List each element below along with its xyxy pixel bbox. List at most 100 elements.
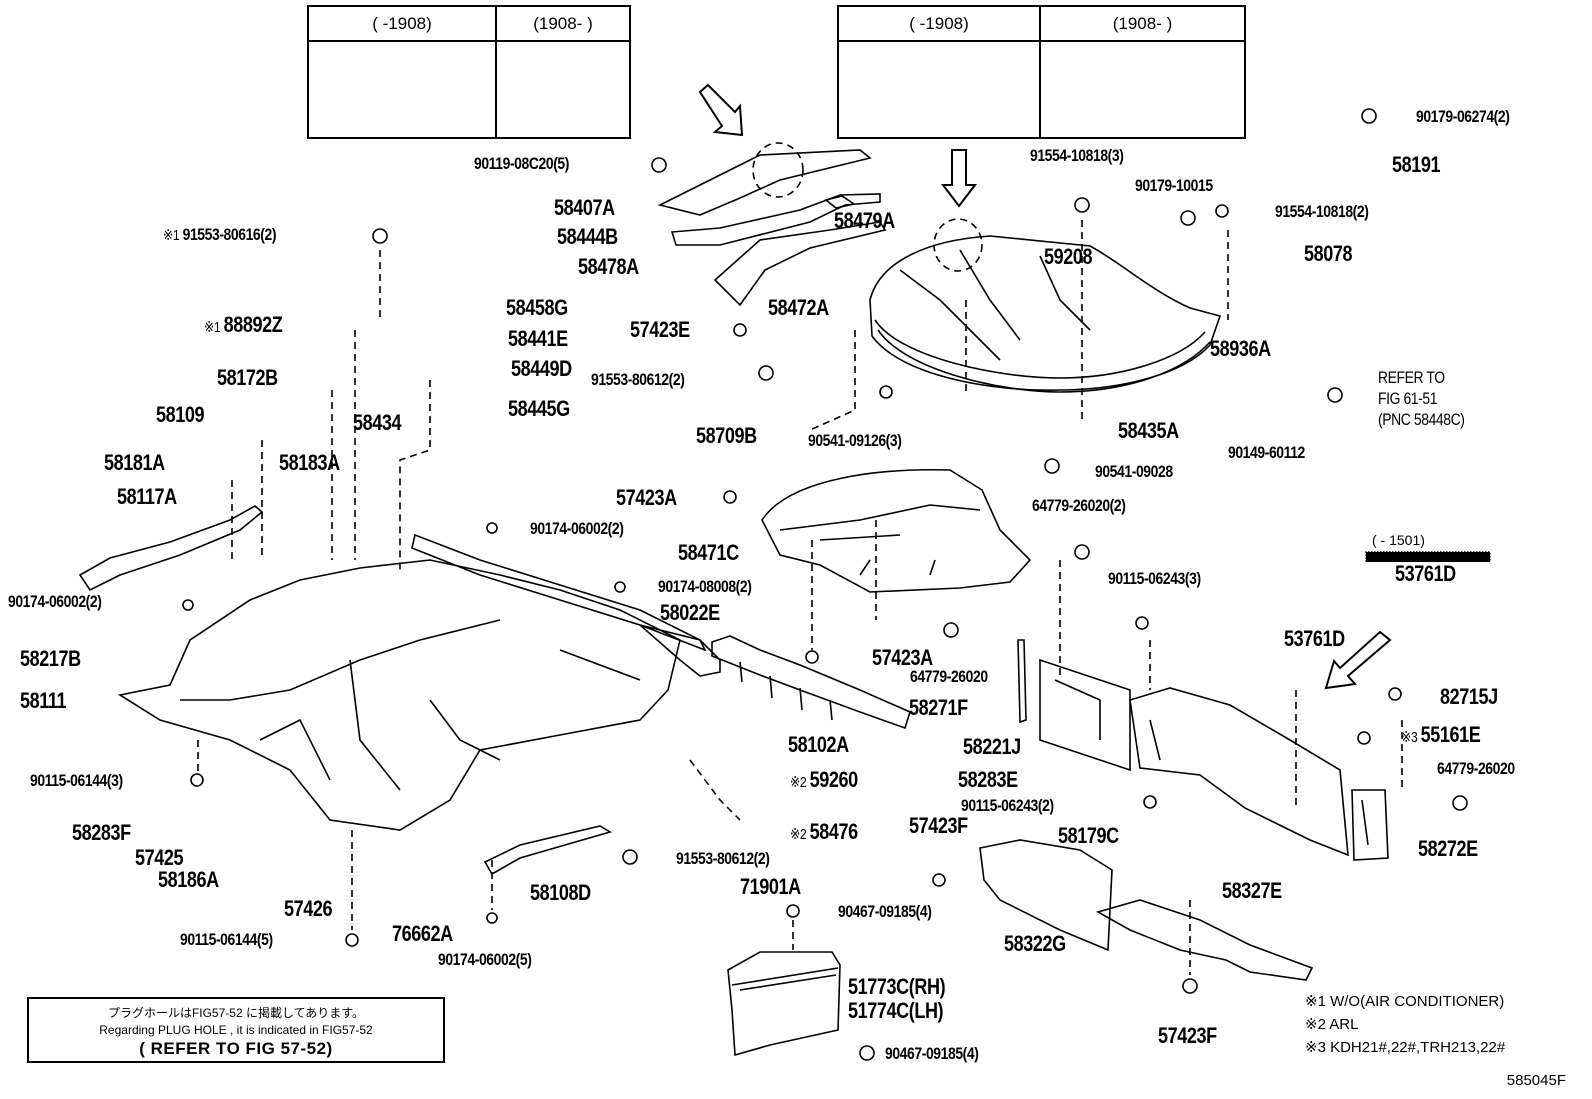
inset-right-cell-1: ( -1908) [839, 7, 1041, 137]
part-label[interactable]: 58078 [1304, 241, 1353, 266]
part-label[interactable]: 90119-08C20(5) [474, 154, 570, 173]
part-label[interactable]: 58022E [660, 600, 720, 625]
bracket-group-58407A [657, 142, 887, 307]
part-label[interactable]: 58179C [1058, 823, 1119, 848]
part-label[interactable]: 90115-06243(2) [961, 796, 1054, 815]
part-label[interactable]: 58109 [156, 402, 205, 427]
part-label[interactable]: 90174-06002(2) [8, 592, 102, 611]
part-label[interactable]: 76662A [392, 921, 453, 946]
part-label[interactable]: 53761D [1395, 561, 1456, 586]
crossmember-58102A [711, 635, 911, 730]
part-label[interactable]: 58102A [788, 732, 849, 757]
part-label[interactable]: 59208 [1044, 244, 1093, 269]
part-label[interactable]: 90541-09126(3) [808, 431, 902, 450]
part-label[interactable]: 57423A [872, 645, 933, 670]
part-number: 91553-80616(2) [182, 225, 277, 244]
mudguard-51773C [727, 951, 841, 1057]
part-label[interactable]: 90115-06144(5) [180, 930, 273, 949]
part-label[interactable]: 51773C(RH) [848, 974, 946, 999]
cover-58471C [761, 468, 1032, 593]
part-label[interactable]: 90174-06002(5) [438, 950, 532, 969]
part-label[interactable]: 58444B [557, 224, 618, 249]
part-label[interactable]: 90174-08008(2) [658, 577, 752, 596]
part-label[interactable]: 58445G [508, 396, 570, 421]
inset-left-cell-1: ( -1908) [309, 7, 497, 137]
legend-item: ※1 W/O(AIR CONDITIONER) [1305, 990, 1505, 1013]
legend-text: W/O(AIR CONDITIONER) [1330, 993, 1505, 1010]
part-label[interactable]: 91553-80612(2) [676, 849, 770, 868]
part-label[interactable]: 82715J [1440, 684, 1498, 709]
part-label[interactable]: 58449D [511, 356, 572, 381]
figure-code: 585045F [1506, 1072, 1566, 1089]
part-label[interactable]: 58183A [279, 450, 340, 475]
part-label[interactable]: 58111 [20, 688, 67, 713]
part-label[interactable]: 58458G [506, 295, 568, 320]
part-label[interactable]: 58478A [578, 254, 639, 279]
part-label[interactable]: 58186A [158, 867, 219, 892]
legend-mark: ※3 [1305, 1039, 1326, 1056]
part-label[interactable]: 58172B [217, 365, 278, 390]
member-58022E [639, 624, 721, 677]
part-label[interactable]: 58283F [72, 820, 131, 845]
part-label[interactable]: 58936A [1210, 336, 1271, 361]
inset-left-cell-2: (1908- ) [497, 7, 629, 137]
part-label[interactable]: 57423F [1158, 1023, 1217, 1048]
part-label[interactable]: 58272E [1418, 836, 1478, 861]
part-label[interactable]: 91554-10818(2) [1275, 202, 1369, 221]
part-label[interactable]: 90179-06274(2) [1416, 107, 1510, 126]
part-label[interactable]: 71901A [740, 874, 801, 899]
note-mark: ※3 [1401, 729, 1418, 746]
part-label[interactable]: 58407A [554, 195, 615, 220]
part-label[interactable]: 58441E [508, 326, 568, 351]
part-label[interactable]: 64779-26020 [1437, 759, 1515, 778]
part-label[interactable]: 58435A [1118, 418, 1179, 443]
part-label[interactable]: 58472A [768, 295, 829, 320]
part-label[interactable]: 58181A [104, 450, 165, 475]
part-label[interactable]: 57425 [135, 845, 184, 870]
part-label[interactable]: 91554-10818(3) [1030, 146, 1124, 165]
part-label[interactable]: 91553-80612(2) [591, 370, 685, 389]
part-label[interactable]: 58191 [1392, 152, 1441, 177]
part-label[interactable]: 90467-09185(4) [885, 1044, 979, 1063]
part-label[interactable]: 57426 [284, 896, 333, 921]
part-label[interactable]: 58283E [958, 767, 1018, 792]
fasteners [182, 108, 1468, 1061]
part-label[interactable]: 90179-10015 [1135, 176, 1213, 195]
part-label[interactable]: 64779-26020 [910, 667, 988, 686]
legend-item: ※2 ARL [1305, 1013, 1505, 1036]
part-label[interactable]: 90115-06144(3) [30, 771, 123, 790]
plug-hole-note-ref[interactable]: ( REFER TO FIG 57-52) [139, 1039, 333, 1058]
part-label[interactable]: 58108D [530, 880, 591, 905]
part-label[interactable]: 58271F [909, 695, 968, 720]
inset-left-header-2: (1908- ) [497, 7, 629, 42]
part-label[interactable]: 58327E [1222, 878, 1282, 903]
part-label[interactable]: 58479A [834, 208, 895, 233]
part-label[interactable]: 64779-26020(2) [1032, 496, 1126, 515]
part-label[interactable]: 58221J [963, 734, 1021, 759]
part-label[interactable]: 90149-60112 [1228, 443, 1305, 462]
part-label[interactable]: 51774C(LH) [848, 998, 944, 1023]
part-label[interactable]: 53761D [1284, 626, 1345, 651]
part-label[interactable]: 90541-09028 [1095, 462, 1173, 481]
part-label[interactable]: 57423A [616, 485, 677, 510]
part-label[interactable]: 57423E [630, 317, 690, 342]
part-label[interactable]: 58117A [117, 484, 177, 509]
legend: ※1 W/O(AIR CONDITIONER) ※2 ARL ※3 KDH21#… [1305, 990, 1505, 1059]
part-label[interactable]: 90115-06243(3) [1108, 569, 1201, 588]
part-label[interactable]: 58217B [20, 646, 81, 671]
part-label[interactable]: 57423F [909, 813, 968, 838]
part-label[interactable]: 58434 [353, 410, 402, 435]
legend-item: ※3 KDH21#,22#,TRH213,22# [1305, 1036, 1505, 1059]
part-label[interactable]: 90467-09185(4) [838, 902, 932, 921]
part-label[interactable]: 90174-06002(2) [530, 519, 624, 538]
part-label[interactable]: 58709B [696, 423, 757, 448]
part-label[interactable]: 58322G [1004, 931, 1066, 956]
plug-hole-note: プラグホールはFIG57-52 に掲載してあります。 Regarding PLU… [27, 997, 445, 1063]
part-label[interactable]: 58471C [678, 540, 739, 565]
